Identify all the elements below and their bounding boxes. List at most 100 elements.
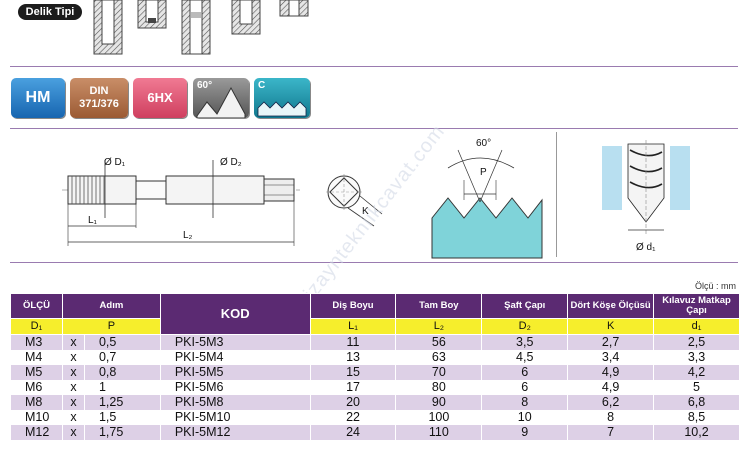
header-dort-kose: Dört Köşe Ölçüsü (567, 293, 655, 319)
cell-size: M3 (10, 334, 63, 350)
angle-badge-text: 60° (197, 80, 213, 91)
cell-l1: 24 (309, 425, 397, 440)
cell-l2: 90 (395, 395, 483, 410)
cell-k: 3,4 (567, 350, 655, 365)
cell-d2: 8 (481, 395, 569, 410)
cell-l1: 17 (309, 380, 397, 395)
hm-badge: HM (11, 78, 65, 118)
section-divider-2 (10, 128, 738, 129)
cell-code: PKI-5M3 (159, 334, 311, 350)
cell-size: M6 (10, 380, 63, 395)
symbol-d1: D₁ (10, 318, 63, 335)
table-row: M6 x 1 PKI-5M6 17 80 6 4,9 5 (10, 380, 740, 395)
blind-hole-deep-icon (137, 0, 167, 29)
cell-x: x (61, 425, 85, 440)
cell-code: PKI-5M12 (159, 425, 311, 440)
cell-k: 2,7 (567, 334, 655, 350)
serration-icon (257, 101, 307, 117)
cell-code: PKI-5M10 (159, 410, 311, 425)
through-hole-icon (181, 0, 211, 55)
cell-d2: 6 (481, 380, 569, 395)
cell-x: x (61, 395, 85, 410)
cell-d2: 6 (481, 365, 569, 380)
cell-l2: 80 (395, 380, 483, 395)
cell-pitch: 1,5 (83, 410, 161, 425)
cell-pitch: 1,75 (83, 425, 161, 440)
cell-l2: 110 (395, 425, 483, 440)
thread-angle-badge: 60° (193, 78, 249, 118)
cell-k: 6,2 (567, 395, 655, 410)
cell-d2: 3,5 (481, 334, 569, 350)
cell-d2: 9 (481, 425, 569, 440)
table-row: M12 x 1,75 PKI-5M12 24 110 9 7 10,2 (10, 425, 740, 440)
cell-pitch: 0,5 (83, 334, 161, 350)
cell-k: 8 (567, 410, 655, 425)
cell-drill: 3,3 (653, 350, 740, 365)
tolerance-badge: 6HX (133, 78, 187, 118)
din-line1: DIN (89, 85, 109, 97)
table-symbol-row: D₁ P L₁ L₂ D₂ K d₁ (10, 318, 740, 335)
cell-drill: 2,5 (653, 334, 740, 350)
cell-pitch: 0,7 (83, 350, 161, 365)
header-kilavuz-matkap: Kılavuz Matkap Çapı (653, 293, 740, 319)
cell-l1: 22 (309, 410, 397, 425)
drill-d1-label: Ø d₁ (636, 242, 656, 253)
cell-l1: 20 (309, 395, 397, 410)
unit-note: Ölçü : mm (694, 281, 736, 291)
l1-label: L₁ (88, 215, 97, 226)
cell-code: PKI-5M8 (159, 395, 311, 410)
square-end-drawing (326, 174, 383, 227)
cell-drill: 8,5 (653, 410, 740, 425)
symbol-l1: L₁ (309, 318, 397, 335)
cell-drill: 6,8 (653, 395, 740, 410)
section-divider-3 (10, 262, 738, 263)
symbol-p: P (61, 318, 161, 335)
coating-badge: C (254, 78, 310, 118)
pitch-p-label: P (480, 167, 487, 178)
cell-drill: 5 (653, 380, 740, 395)
drill-hole-drawing (602, 140, 690, 236)
header-tam-boy: Tam Boy (395, 293, 483, 319)
hole-type-label: Delik Tipi (18, 4, 82, 20)
cell-l2: 70 (395, 365, 483, 380)
table-row: M8 x 1,25 PKI-5M8 20 90 8 6,2 6,8 (10, 395, 740, 410)
cell-x: x (61, 334, 85, 350)
cell-size: M8 (10, 395, 63, 410)
cell-d2: 4,5 (481, 350, 569, 365)
shallow-through-hole-icon (279, 0, 309, 17)
cell-x: x (61, 410, 85, 425)
blind-hole-icon (93, 0, 123, 55)
thread-profile-drawing (431, 149, 543, 259)
shallow-blind-hole-icon (231, 0, 261, 35)
cell-x: x (61, 380, 85, 395)
cell-k: 4,9 (567, 365, 655, 380)
cell-code: PKI-5M6 (159, 380, 311, 395)
d2-label: Ø D₂ (220, 157, 242, 168)
table-row: M3 x 0,5 PKI-5M3 11 56 3,5 2,7 2,5 (10, 334, 740, 350)
table-header-row: ÖLÇÜ Adım KOD Diş Boyu Tam Boy Şaft Çapı… (10, 293, 740, 335)
header-saft-capi: Şaft Çapı (481, 293, 569, 319)
coating-badge-text: C (258, 80, 266, 91)
tap-dimension-drawing (62, 160, 300, 246)
spec-table: ÖLÇÜ Adım KOD Diş Boyu Tam Boy Şaft Çapı… (10, 293, 740, 440)
symbol-dd1: d₁ (653, 318, 740, 335)
cell-code: PKI-5M5 (159, 365, 311, 380)
symbol-k: K (567, 318, 655, 335)
thread-profile-icon (196, 86, 246, 118)
cell-pitch: 1 (83, 380, 161, 395)
cell-l2: 63 (395, 350, 483, 365)
cell-k: 4,9 (567, 380, 655, 395)
cell-pitch: 1,25 (83, 395, 161, 410)
din-line2: 371/376 (79, 98, 119, 110)
cell-l2: 56 (395, 334, 483, 350)
cell-size: M4 (10, 350, 63, 365)
l2-label: L₂ (183, 230, 193, 241)
table-row: M10 x 1,5 PKI-5M10 22 100 10 8 8,5 (10, 410, 740, 425)
cell-size: M5 (10, 365, 63, 380)
cell-size: M12 (10, 425, 63, 440)
cell-l1: 13 (309, 350, 397, 365)
cell-l1: 15 (309, 365, 397, 380)
cell-k: 7 (567, 425, 655, 440)
k-label: K (362, 206, 369, 217)
header-adim: Adım (61, 293, 161, 319)
